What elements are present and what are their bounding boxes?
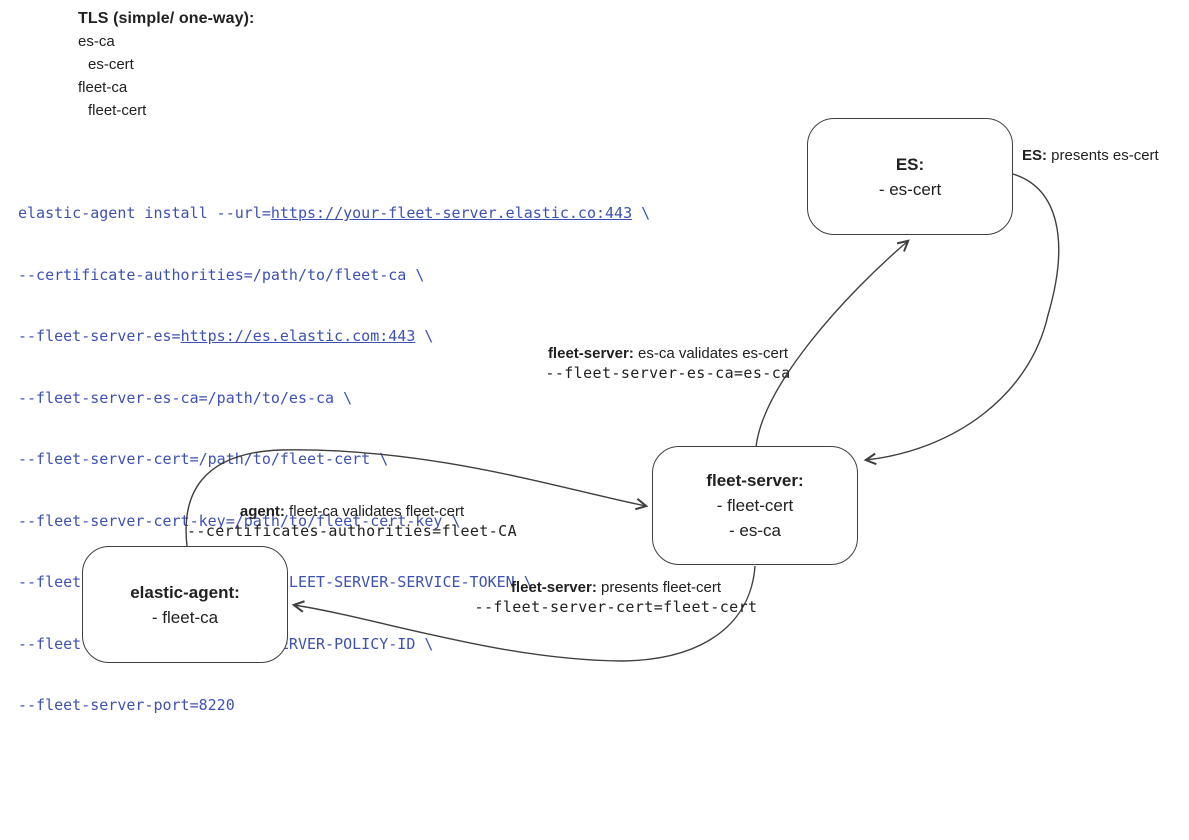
tls-header: TLS (simple/ one-way): es-ca es-cert fle… [78,7,254,122]
cli-line-2: --certificate-authorities=/path/to/fleet… [18,265,650,286]
edge-label-agent-validates: agent: fleet-ca validates fleet-cert --c… [178,502,526,541]
edge-label-flag: --fleet-server-es-ca=es-ca [545,364,791,382]
cli-line-9: --fleet-server-port=8220 [18,695,650,716]
tls-item-fleet-ca: fleet-ca [78,79,128,96]
edge-label-flag: --certificates-authorities=fleet-CA [186,522,518,540]
cli-text: --certificate-authorities=/path/to/fleet… [18,265,425,284]
cli-line-4: --fleet-server-es-ca=/path/to/es-ca \ [18,388,650,409]
node-fleet-server: fleet-server: - fleet-cert - es-ca [652,446,858,565]
cli-text: --fleet-server-es-ca=/path/to/es-ca \ [18,388,353,407]
cli-text: --fleet-server-cert=/path/to/fleet-cert … [18,450,389,468]
edge-label-fleet-validates: fleet-server: es-ca validates es-cert --… [534,344,802,383]
edge-label-line: agent: fleet-ca validates fleet-cert [239,503,465,520]
edge-label-fleet-presents: fleet-server: presents fleet-cert --flee… [448,578,784,617]
edge-label-line: fleet-server: presents fleet-cert [510,579,722,596]
tls-item-es-cert: es-cert [88,56,134,73]
edge-label-flag: --fleet-server-cert=fleet-cert [474,598,758,616]
cli-line-1: elastic-agent install --url=https://your… [18,203,650,224]
node-es-title: ES: [895,154,925,174]
node-elastic-agent-item: - fleet-ca [151,607,219,627]
cli-text: \ [632,204,651,222]
node-elastic-agent: elastic-agent: - fleet-ca [82,546,288,663]
tls-item-es-ca: es-ca [78,33,115,50]
node-fleet-server-item: - fleet-cert [716,496,794,515]
cli-line-5: --fleet-server-cert=/path/to/fleet-cert … [18,449,650,470]
edge-label-line: ES: presents es-cert [1022,147,1159,164]
edge-label-es-presents: ES: presents es-cert [1022,146,1159,165]
cli-text: --fleet-server-es= [18,327,181,345]
edge-label-line: fleet-server: es-ca validates es-cert [547,345,789,362]
node-es-item: - es-cert [878,179,942,199]
tls-item-fleet-cert: fleet-cert [88,102,147,119]
cli-text: --fleet-server-port=8220 [18,696,235,714]
cli-text: \ [415,327,434,345]
node-fleet-server-item: - es-ca [729,521,781,540]
cli-text: elastic-agent install --url= [18,204,271,222]
cli-line-3: --fleet-server-es=https://es.elastic.com… [18,326,650,347]
cli-command-block: elastic-agent install --url=https://your… [18,162,650,757]
fleet-server-url-link[interactable]: https://your-fleet-server.elastic.co:443 [270,204,633,222]
es-url-link[interactable]: https://es.elastic.com:443 [180,327,416,345]
tls-title: TLS (simple/ one-way): [78,10,255,27]
node-es: ES: - es-cert [807,118,1013,235]
node-elastic-agent-title: elastic-agent: [130,582,240,602]
node-fleet-server-title: fleet-server: [706,471,804,490]
